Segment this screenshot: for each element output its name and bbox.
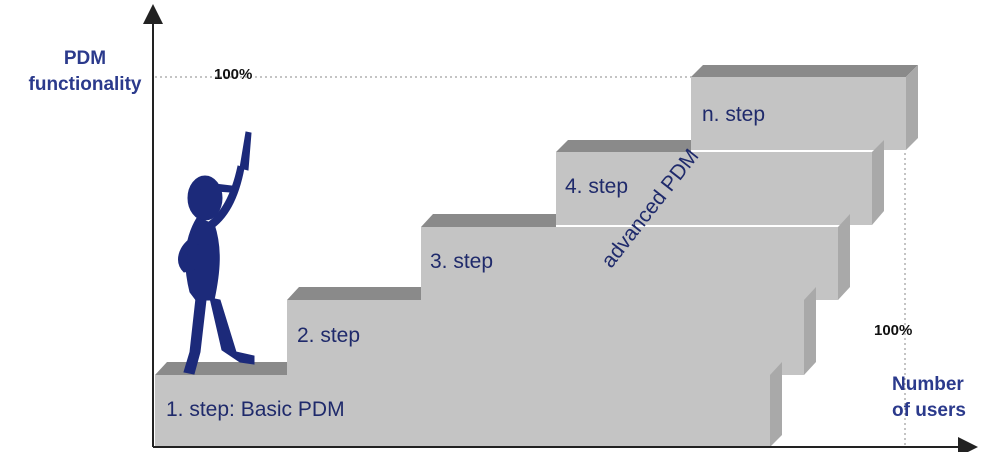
x-axis-label-line2: of users xyxy=(892,400,966,421)
x-axis-label: Number of users xyxy=(892,372,966,424)
x-max-label: 100% xyxy=(874,322,913,339)
step-block-3 xyxy=(421,214,850,300)
y-axis-label-line2: functionality xyxy=(28,74,142,95)
y-axis-label-line1: PDM xyxy=(63,48,107,69)
step-block-2 xyxy=(287,287,816,375)
y-axis-label: PDM functionality xyxy=(10,46,160,98)
step-n-label: n. step xyxy=(702,103,766,126)
step-block-4 xyxy=(556,140,884,225)
step-3-label: 3. step xyxy=(430,250,494,273)
step-4-label: 4. step xyxy=(565,175,629,198)
step-block-n xyxy=(691,65,918,150)
step-block-1 xyxy=(155,362,782,447)
y-max-label: 100% xyxy=(214,66,253,83)
step-2-label: 2. step xyxy=(297,324,361,347)
step-1-label: 1. step: Basic PDM xyxy=(166,398,345,421)
x-axis-label-line1: Number xyxy=(892,374,964,395)
stick-figure-pointing-up-icon xyxy=(178,131,255,375)
